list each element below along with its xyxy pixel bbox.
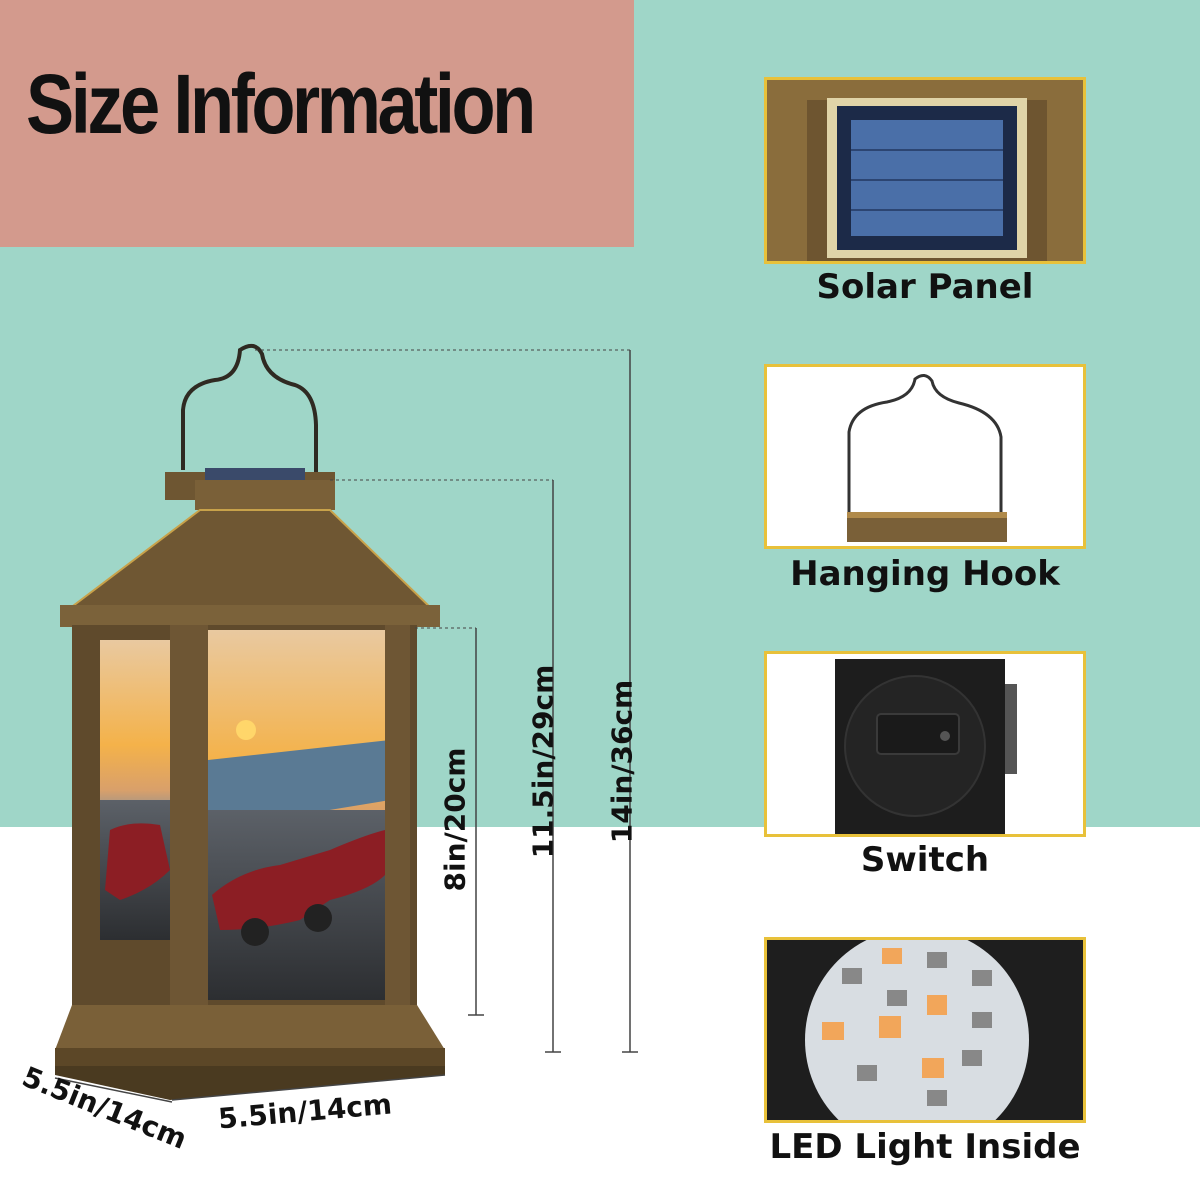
solar-panel-icon xyxy=(767,80,1083,261)
height-total-label: 14in/36cm xyxy=(605,679,639,844)
led-light-photo xyxy=(764,937,1086,1123)
switch-icon xyxy=(767,654,1083,834)
hanging-hook-photo xyxy=(764,364,1086,549)
red-car xyxy=(212,830,385,930)
led-icon xyxy=(767,940,1083,1120)
caption-switch: Switch xyxy=(860,840,990,880)
caption-led-light: LED Light Inside xyxy=(769,1127,1081,1167)
solar-panel-photo xyxy=(764,77,1086,264)
switch-photo xyxy=(764,651,1086,837)
hook-icon xyxy=(767,367,1083,546)
lantern-illustration xyxy=(54,343,638,1103)
caption-solar-panel: Solar Panel xyxy=(816,267,1034,307)
title-block: Size Information xyxy=(0,0,634,247)
page-title: Size Information xyxy=(26,57,536,151)
caption-hanging-hook: Hanging Hook xyxy=(790,554,1060,594)
hook-wire xyxy=(181,343,318,475)
height-body-label: 11.5in/29cm xyxy=(526,664,560,859)
height-window-label: 8in/20cm xyxy=(438,747,472,892)
